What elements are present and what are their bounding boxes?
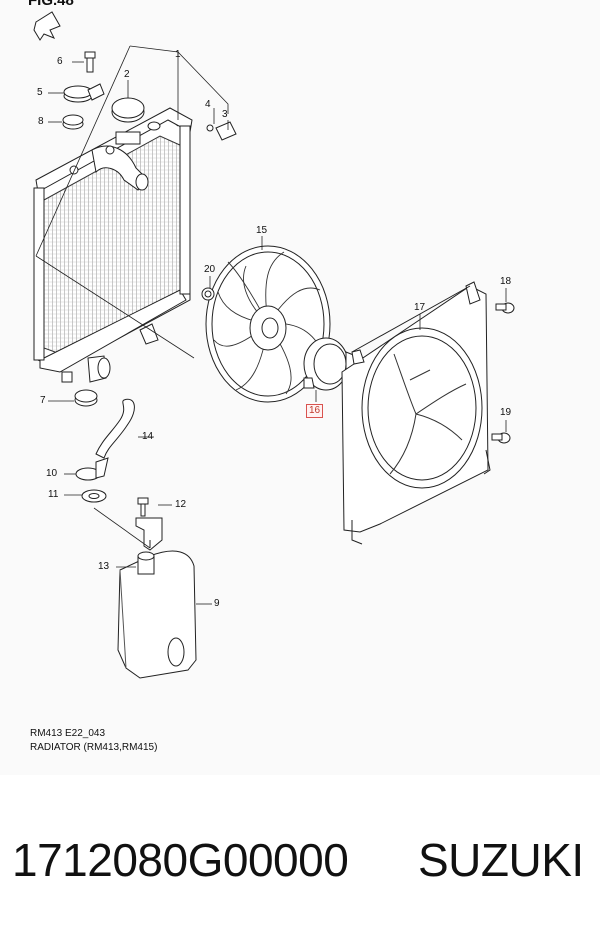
lower-outlet (61, 323, 159, 383)
radiator-exploded-view (33, 11, 515, 679)
washer-11 (81, 489, 107, 503)
brand-name: SUZUKI (418, 834, 584, 886)
callout-4: 4 (205, 99, 211, 110)
diagram-caption: RADIATOR (RM413,RM415) (30, 742, 158, 753)
callout-17: 17 (414, 302, 426, 313)
callout-19: 19 (500, 407, 512, 418)
clip-3 (206, 121, 237, 141)
parts-diagram: FIG.48 1 2 3 4 5 6 7 8 9 10 11 12 13 14 … (28, 0, 515, 753)
radiator-core (33, 107, 193, 373)
overflow-hose-14 (95, 398, 135, 459)
callout-1: 1 (175, 49, 181, 60)
callout-14: 14 (142, 431, 154, 442)
callout-16-highlighted: 16 (306, 404, 324, 418)
clamp-10 (75, 457, 109, 481)
callout-7: 7 (40, 395, 46, 406)
callout-20: 20 (204, 264, 216, 275)
callout-6: 6 (57, 56, 63, 67)
reservoir-tank (117, 540, 197, 679)
callout-10: 10 (46, 468, 58, 479)
leader-lines (35, 45, 507, 605)
cooling-fan-blade (205, 245, 331, 403)
callout-12: 12 (175, 499, 187, 510)
callout-11: 11 (48, 489, 59, 500)
fwd-arrow-icon (33, 11, 61, 41)
upper-hose-outlet (69, 145, 149, 191)
callout-5: 5 (37, 87, 43, 98)
bracket-5 (63, 83, 105, 103)
grommet-7 (74, 389, 98, 407)
callout-15: 15 (256, 225, 268, 236)
part-number: 1712080G00000 (12, 834, 349, 886)
callout-3: 3 (222, 109, 228, 120)
grommet-8 (62, 114, 84, 130)
callout-9: 9 (214, 598, 220, 609)
callout-13: 13 (98, 561, 110, 572)
bolt-19 (491, 432, 511, 444)
nut-20 (201, 287, 215, 301)
figure-title: FIG.48 (28, 0, 74, 9)
callout-18: 18 (500, 276, 512, 287)
diagram-code: RM413 E22_043 (30, 728, 106, 739)
bolt-12 (135, 497, 163, 551)
callout-2: 2 (124, 69, 130, 80)
bolt-6 (84, 51, 96, 73)
bolt-18 (495, 302, 515, 314)
callout-8: 8 (38, 116, 44, 127)
fan-shroud (341, 281, 491, 545)
